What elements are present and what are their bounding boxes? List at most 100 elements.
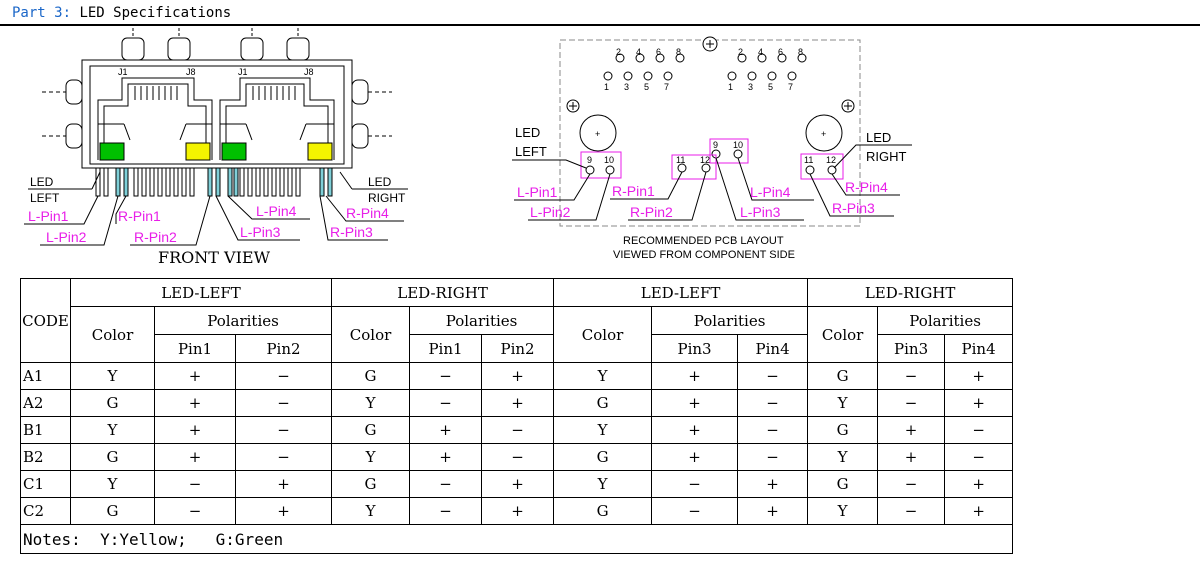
pcb-led-pin-number: 11 xyxy=(676,155,685,165)
color-cell: Y xyxy=(553,362,653,390)
polarity-cell: − xyxy=(481,443,555,471)
polarity-cell: + xyxy=(154,443,236,471)
pcb-led-pin-number: 11 xyxy=(804,155,813,165)
pcb-led-right-label: LED xyxy=(866,130,891,145)
color-cell: Y xyxy=(807,497,879,525)
polarity-cell: + xyxy=(944,497,1014,525)
pin-header: Pin4 xyxy=(944,334,1014,363)
polarity-cell: + xyxy=(409,443,483,471)
polarity-cell: − xyxy=(234,362,333,390)
polarity-cell: + xyxy=(481,389,555,417)
led-left-green xyxy=(99,142,125,161)
polarity-cell: − xyxy=(877,497,946,525)
pcb-pin-label: L-Pin3 xyxy=(740,204,781,220)
polarity-cell: + xyxy=(877,443,946,471)
code-header: CODE xyxy=(20,278,71,363)
polarity-cell: − xyxy=(234,416,333,444)
color-cell: Y xyxy=(807,443,879,471)
polarities-header: Polarities xyxy=(409,306,555,335)
polarity-cell: − xyxy=(651,470,739,498)
group-header: LED-LEFT xyxy=(553,278,809,307)
polarity-cell: − xyxy=(481,416,555,444)
polarities-header: Polarities xyxy=(651,306,809,335)
led-right-label: LED xyxy=(368,175,392,189)
color-cell: G xyxy=(331,470,411,498)
pcb-pin-label: L-Pin1 xyxy=(517,184,558,200)
color-cell: G xyxy=(70,497,155,525)
front-pin-label: R-Pin3 xyxy=(330,224,373,240)
front-view-caption: FRONT VIEW xyxy=(158,248,271,267)
polarity-cell: + xyxy=(651,416,739,444)
polarity-cell: − xyxy=(154,497,236,525)
pcb-caption-line1: RECOMMENDED PCB LAYOUT xyxy=(623,235,784,247)
front-pin-label: L-Pin4 xyxy=(256,203,297,219)
color-cell: G xyxy=(553,497,653,525)
section-title: Part 3: LED Specifications xyxy=(12,5,231,21)
pcb-pin-label: L-Pin4 xyxy=(750,184,791,200)
pin-header: Pin4 xyxy=(737,334,809,363)
code-cell: C1 xyxy=(20,470,71,498)
color-cell: Y xyxy=(807,389,879,417)
pin-header: Pin3 xyxy=(651,334,739,363)
polarities-header: Polarities xyxy=(877,306,1014,335)
polarity-cell: − xyxy=(409,362,483,390)
color-cell: Y xyxy=(331,497,411,525)
code-cell: A1 xyxy=(20,362,71,390)
pcb-pin-number: 2 xyxy=(616,47,621,57)
pcb-led-pin-number: 10 xyxy=(733,140,743,150)
group-header: LED-LEFT xyxy=(69,278,333,307)
jack-label: J8 xyxy=(186,67,196,77)
led-diagram: J1 J8 J1 J8 LED LEFT LED RIGHT L-Pin1 L-… xyxy=(24,28,912,267)
color-cell: Y xyxy=(553,470,653,498)
led-right-yellow xyxy=(307,142,333,161)
color-cell: G xyxy=(331,362,411,390)
pcb-pin-number: 7 xyxy=(788,82,793,92)
code-cell: B1 xyxy=(20,416,71,444)
polarity-cell: − xyxy=(944,416,1014,444)
polarity-cell: + xyxy=(944,362,1014,390)
part-number: Part 3: xyxy=(12,5,72,21)
polarity-cell: − xyxy=(409,470,483,498)
color-cell: G xyxy=(70,389,155,417)
polarity-cell: + xyxy=(481,470,555,498)
front-pin-label: R-Pin1 xyxy=(118,208,161,224)
pcb-pin-label: R-Pin1 xyxy=(612,183,655,199)
pcb-led-pin-number: 12 xyxy=(826,155,836,165)
pcb-led-pin-number: 10 xyxy=(604,155,614,165)
color-cell: G xyxy=(807,470,879,498)
polarity-cell: + xyxy=(234,497,333,525)
part-title: LED Specifications xyxy=(79,5,232,21)
pcb-pin-label: L-Pin2 xyxy=(530,204,571,220)
polarity-cell: + xyxy=(481,497,555,525)
color-header: Color xyxy=(331,306,411,363)
pcb-pin-number: 6 xyxy=(778,47,783,57)
code-cell: C2 xyxy=(20,497,71,525)
jack-label: J1 xyxy=(118,67,128,77)
polarity-cell: + xyxy=(651,389,739,417)
polarity-cell: + xyxy=(409,416,483,444)
color-cell: G xyxy=(553,389,653,417)
color-cell: Y xyxy=(70,470,155,498)
front-pin-label: L-Pin1 xyxy=(28,208,69,224)
pcb-caption-line2: VIEWED FROM COMPONENT SIDE xyxy=(613,249,795,261)
svg-text:+: + xyxy=(595,129,600,139)
polarity-cell: + xyxy=(234,470,333,498)
pcb-led-pin-number: 12 xyxy=(700,155,710,165)
group-header: LED-RIGHT xyxy=(331,278,555,307)
polarity-cell: + xyxy=(944,470,1014,498)
front-pin-label: R-Pin4 xyxy=(346,205,389,221)
led-right-label: RIGHT xyxy=(368,191,406,205)
pcb-pin-number: 2 xyxy=(738,47,743,57)
jack-label: J1 xyxy=(238,67,248,77)
pcb-led-pin-number: 9 xyxy=(587,155,592,165)
color-cell: G xyxy=(807,416,879,444)
polarity-cell: − xyxy=(877,470,946,498)
pcb-pin-number: 4 xyxy=(758,47,763,57)
